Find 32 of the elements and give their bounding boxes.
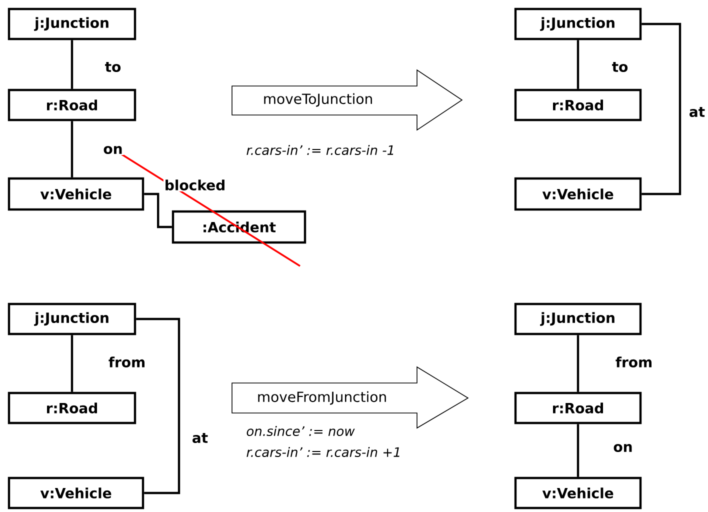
connector-line bbox=[70, 335, 74, 392]
connector-line bbox=[70, 40, 74, 89]
edge-label: to bbox=[104, 61, 122, 74]
connector-line bbox=[642, 22, 682, 196]
connector-line bbox=[144, 192, 172, 228]
edge-label: blocked bbox=[163, 178, 227, 192]
object-box: j:Junction bbox=[8, 302, 136, 336]
edge-label: from bbox=[107, 356, 147, 368]
transition-note: r.cars-in’ := r.cars-in +1 bbox=[246, 446, 400, 458]
connector-line bbox=[576, 335, 580, 392]
object-box: j:Junction bbox=[514, 302, 642, 336]
edge-label: on bbox=[102, 144, 124, 156]
object-box: j:Junction bbox=[514, 8, 642, 40]
edge-label: on bbox=[612, 443, 634, 454]
edge-label: from bbox=[614, 356, 654, 368]
object-box: j:Junction bbox=[8, 8, 136, 40]
connector-line bbox=[576, 424, 580, 477]
object-box: v:Vehicle bbox=[514, 476, 642, 510]
object-box: r:Road bbox=[514, 392, 642, 424]
object-box: v:Vehicle bbox=[8, 476, 144, 510]
transition-note: r.cars-in’ := r.cars-in -1 bbox=[246, 144, 394, 156]
connector-line bbox=[576, 40, 580, 89]
connector-line bbox=[70, 121, 74, 178]
object-box: v:Vehicle bbox=[514, 177, 642, 211]
edge-label: at bbox=[190, 432, 210, 444]
edge-label: at bbox=[688, 106, 706, 118]
edge-label: to bbox=[610, 61, 630, 74]
object-box: v:Vehicle bbox=[8, 177, 144, 211]
connector-line bbox=[136, 318, 180, 494]
object-box: r:Road bbox=[514, 88, 642, 122]
object-box: r:Road bbox=[8, 392, 136, 424]
object-box: r:Road bbox=[8, 88, 136, 122]
